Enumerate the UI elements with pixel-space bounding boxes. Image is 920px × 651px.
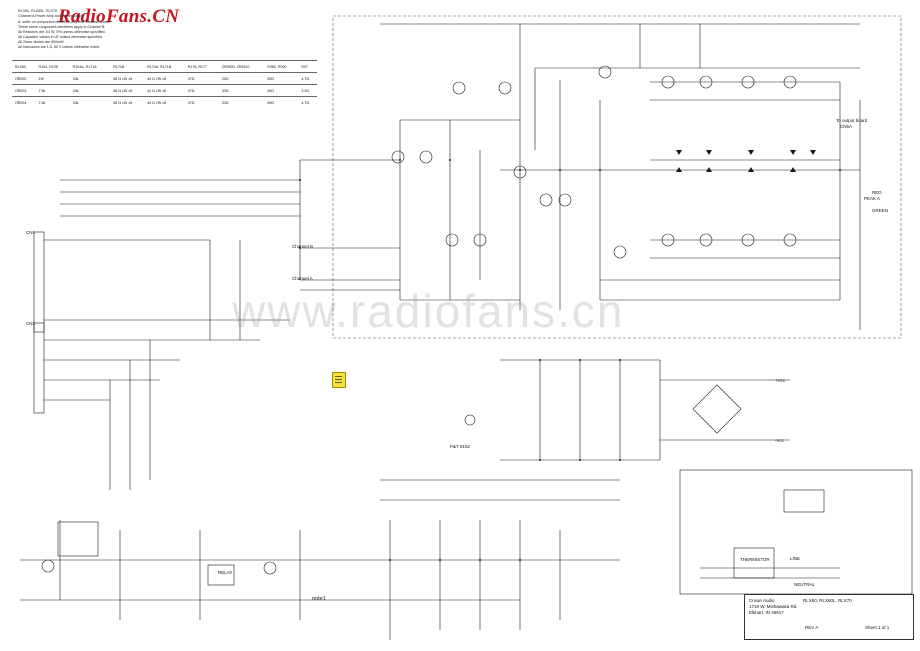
label-relay: RELAY (218, 570, 233, 575)
label-to-output-board: To output board (836, 118, 868, 123)
table-cell: 56 Ω 1W ±5 (110, 72, 145, 85)
table-cell: 3.3Ω (298, 84, 317, 97)
sticky-note-icon[interactable] (332, 372, 346, 388)
table-cell: 47Ω (184, 96, 219, 108)
watermark-text: www.radiofans.cn (232, 285, 625, 337)
table-cell: OR003 (12, 84, 36, 97)
title-address-2: Elkhart, IN 46517 (749, 610, 784, 615)
note-5: All Zener diodes are 500mW. (18, 40, 65, 44)
table-cell: 56 Ω 1W ±5 (110, 84, 145, 97)
radiofans-logo: RadioFans.CN (58, 6, 180, 27)
label-channel-a: Channel A (292, 276, 313, 281)
table-cell: OR002 (12, 72, 36, 85)
title-address-1: 1718 W. Mishawaka Rd. (749, 604, 798, 609)
table-cell: 33k (69, 96, 111, 108)
table-cell: 33k (69, 84, 111, 97)
title-sheet: Sheet 1 of 1 (865, 625, 890, 630)
table-cell: 30Ω (264, 72, 299, 85)
label-channel-b: Channel B (292, 244, 314, 249)
title-company: Crown Audio (749, 598, 775, 603)
table-cell: 47Ω (184, 84, 219, 97)
note-6: All transistors are 1 A, 50 V unless oth… (18, 45, 101, 49)
label-cn2: CN2 (26, 321, 36, 326)
table-cell: 1W (35, 72, 70, 85)
note-1: A: suffix on component identifies only o… (18, 20, 112, 24)
table-cell: 44 Ω 1W ±5 (144, 72, 185, 85)
title-block: Crown Audio 1718 W. Mishawaka Rd. Elkhar… (744, 594, 914, 640)
label-neutral: NEUTRAL (794, 582, 816, 587)
note-2: These same component identifiers apply t… (18, 25, 106, 29)
table-cell: 20Ω (218, 72, 265, 85)
model-line-2: Channel A Power Amp and Power Supply (18, 14, 84, 18)
table-cell: R104, R105 (35, 60, 70, 73)
table-cell: 44 Ω 1W ±5 (144, 96, 185, 108)
label-cn1: CN1 (26, 230, 36, 235)
label-red-led: RED (872, 190, 882, 195)
table-cell: 33Ω (218, 84, 265, 97)
label-note1: note1 (312, 596, 326, 602)
label-cn5a: CN5A (840, 124, 853, 129)
table-cell: 4.7Ω (298, 72, 317, 85)
table-row: RLX60 R104, R105 R104A, R171A R171B R170… (12, 60, 317, 73)
table-cell: 7.5k (35, 84, 70, 97)
table-cell: R07 (298, 60, 317, 73)
table-cell: 44 Ω 1W ±5 (144, 84, 185, 97)
table-cell: R171B (110, 60, 145, 73)
table-cell: 7.5k (35, 96, 70, 108)
note-4: All Capacitor values in uF unless otherw… (18, 35, 103, 39)
table-cell: ZR5900, ZR5910 (218, 60, 265, 73)
table-cell: 33k (69, 72, 111, 85)
note-3: All Resistors are 1/4 W, 5% unless other… (18, 30, 106, 34)
table-cell: 33Ω (218, 96, 265, 108)
label-line: LINE (790, 556, 801, 561)
label-peak: PEAK A (864, 196, 881, 201)
table-cell: 47Ω (184, 72, 219, 85)
label-pl: P&T 0102 (450, 444, 470, 449)
model-line-1: RLX60, RLX60L, RLX70 (18, 9, 57, 13)
table-row: OR003 7.5k 33k 56 Ω 1W ±5 44 Ω 1W ±5 47Ω… (12, 84, 317, 97)
label-green-led: GREEN (872, 208, 889, 213)
table-cell: 49Ω (264, 96, 299, 108)
table-row: OR002 1W 33k 56 Ω 1W ±5 44 Ω 1W ±5 47Ω 2… (12, 72, 317, 85)
table-cell: 4.7Ω (298, 96, 317, 108)
table-cell: OR004 (12, 96, 36, 108)
table-cell: R176, R177 (184, 60, 219, 73)
title-rev: REV A (805, 625, 819, 630)
table-cell: R080, R090 (264, 60, 299, 73)
label-vcc-neg: -Vcc (775, 438, 784, 443)
table-cell: R170A, R171B (144, 60, 185, 73)
table-cell: 56 Ω 1W ±5 (110, 96, 145, 108)
table-cell: 49Ω (264, 84, 299, 97)
table-cell: RLX60 (12, 60, 36, 73)
component-option-table: RLX60 R104, R105 R104A, R171A R171B R170… (12, 60, 317, 108)
title-model: RLX60, RLX60L, RLX70 (803, 598, 852, 603)
table-row: OR004 7.5k 33k 56 Ω 1W ±5 44 Ω 1W ±5 47Ω… (12, 96, 317, 108)
table-cell: R104A, R171A (69, 60, 111, 73)
label-vcc-pos: +Vcc (775, 378, 786, 383)
label-thermistor: THERMISTOR (740, 557, 770, 562)
